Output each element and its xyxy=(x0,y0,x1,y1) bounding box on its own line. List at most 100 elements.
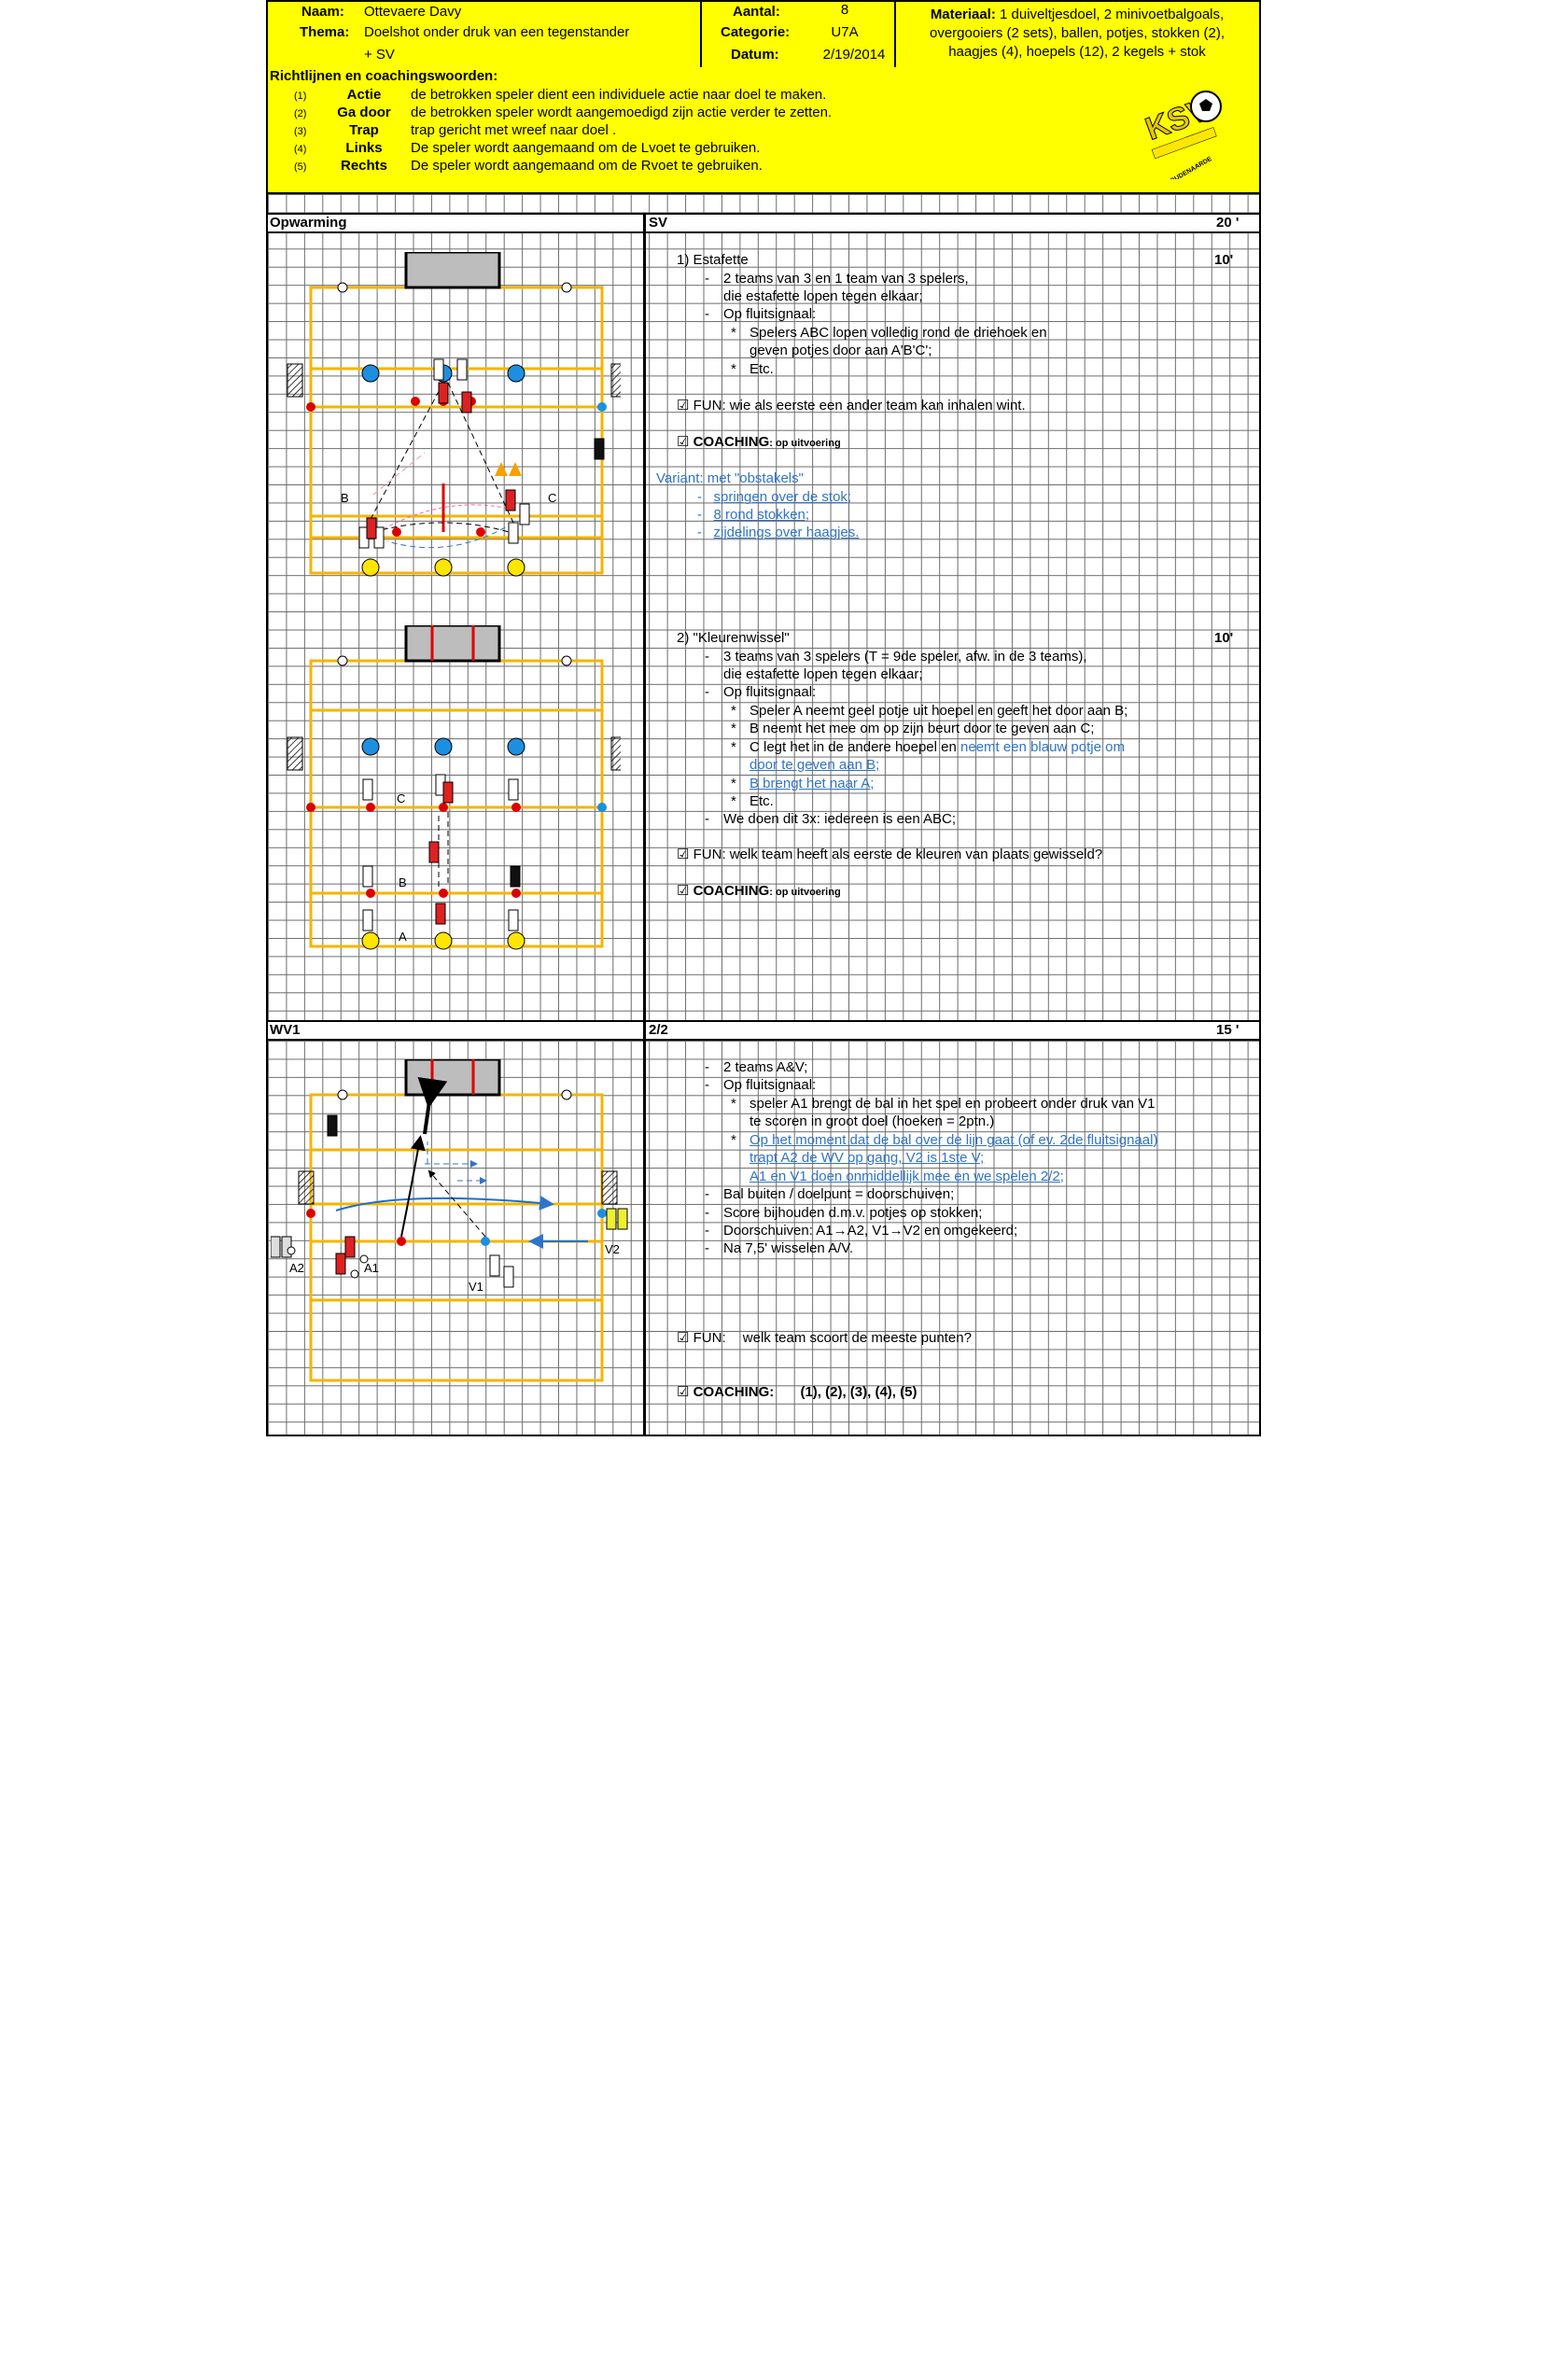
guideline-num: (4) xyxy=(294,144,307,155)
line-text: Doorschuiven: A1→A2, V1→V2 en omgekeerd; xyxy=(723,1223,1017,1239)
guideline-item: (5) Rechts De speler wordt aangemaand om… xyxy=(266,158,1013,175)
count-value: 8 xyxy=(840,2,849,18)
line-text-part: Op fluitsignaal: xyxy=(723,1077,817,1094)
line-text-part: die estafette lopen tegen elkaar; xyxy=(723,665,923,682)
cone-icon xyxy=(597,803,607,812)
line-text-part: 2 teams van 3 en 1 team van 3 spelers, xyxy=(723,270,969,287)
count-label: Aantal: xyxy=(733,4,780,20)
text-line: door te geven aan B; xyxy=(649,757,1255,775)
line-text: Na 7,5' wisselen A/V. xyxy=(723,1240,853,1256)
theme-value: Doelshot onder druk van een tegenstander xyxy=(364,24,630,40)
player-icon xyxy=(362,774,521,931)
exercise2-fun: ☑ FUN: welk team heeft als eerste de kle… xyxy=(677,847,1102,862)
line-text-part: Op het moment dat de bal over de lijn ga… xyxy=(749,1131,1158,1148)
variant-item: - springen over de stok; xyxy=(697,489,852,505)
line-text-part: Doorschuiven: A1→A2, V1→V2 en omgekeerd; xyxy=(723,1222,1018,1239)
goal-icon xyxy=(404,1059,501,1097)
line-marker: - xyxy=(705,270,709,287)
label-a2: A2 xyxy=(289,1261,304,1275)
label-a1: A1 xyxy=(364,1261,379,1275)
line-text: C legt het in de andere hoepel en neemt … xyxy=(749,739,1125,755)
checkbox-icon: ☑ xyxy=(677,1384,690,1400)
line-marker: * xyxy=(731,1131,736,1148)
material-text: Materiaal: 1 duiveltjesdoel, 2 minivoetb… xyxy=(896,6,1258,62)
checkbox-icon: ☑ xyxy=(677,398,690,413)
line-text-part: A1 en V1 doen onmiddellijk mee en we spe… xyxy=(749,1168,1064,1184)
line-text-part: die estafette lopen tegen elkaar; xyxy=(723,287,923,304)
kleurenwissel-diagram: C B A xyxy=(287,625,621,950)
line-marker: - xyxy=(705,1240,709,1257)
fun-text: FUN: welk team heeft als eerste de kleur… xyxy=(693,847,1103,862)
section2-left-title: WV1 xyxy=(270,1022,301,1038)
section2-divider xyxy=(643,1020,646,1435)
line-marker: * xyxy=(731,775,736,791)
guidelines-title: Richtlijnen en coachingswoorden: xyxy=(270,68,498,84)
line-marker: * xyxy=(731,702,736,719)
line-text: Op fluitsignaal: xyxy=(723,306,816,322)
text-line: *B brengt het naar A; xyxy=(649,776,1255,793)
player-icon xyxy=(358,358,605,549)
name-value: Ottevaere Davy xyxy=(364,4,462,20)
text-line: trapt A2 de WV op gang, V2 is 1ste V; xyxy=(649,1150,1255,1168)
material-line-1: 1 duiveltjesdoel, 2 minivoetbalgoals, xyxy=(1000,7,1225,22)
cone-icon xyxy=(597,1209,607,1218)
line-text-part: We doen dit 3x: iedereen is een ABC; xyxy=(723,811,957,828)
section1-duration: 20 ' xyxy=(1216,215,1240,231)
line-marker: * xyxy=(731,721,736,737)
label-v1: V1 xyxy=(469,1280,483,1294)
category-label: Categorie: xyxy=(721,24,791,40)
text-line: -We doen dit 3x: iedereen is een ABC; xyxy=(649,811,1255,829)
text-line: -2 teams van 3 en 1 team van 3 spelers, xyxy=(649,271,1255,288)
line-text: Etc. xyxy=(749,793,774,809)
exercise1-lines: -2 teams van 3 en 1 team van 3 spelers,d… xyxy=(649,271,1255,380)
fun-text: welk team scoort de meeste punten? xyxy=(742,1330,972,1346)
text-line: -Score bijhouden d.m.v. potjes op stokke… xyxy=(649,1205,1255,1223)
guideline-word: Actie xyxy=(346,87,382,103)
guideline-item: (2) Ga door de betrokken speler wordt aa… xyxy=(266,105,1013,122)
label-c: C xyxy=(397,791,405,805)
checkbox-icon: ☑ xyxy=(677,1330,690,1346)
checkbox-icon: ☑ xyxy=(677,434,690,450)
variant-item: - zijdelings over haagjes. xyxy=(697,525,860,540)
line-text: 2 teams A&V; xyxy=(723,1059,807,1075)
coaching-text: (1), (2), (3), (4), (5) xyxy=(800,1384,918,1400)
text-line: * Op het moment dat de bal over de lijn g… xyxy=(649,1132,1255,1150)
line-marker: - xyxy=(705,1059,709,1075)
line-text-part: B neemt het mee om op zijn beurt door te… xyxy=(749,721,1095,737)
text-line: -3 teams van 3 spelers (T = 9de speler, … xyxy=(649,649,1255,666)
guideline-num: (3) xyxy=(294,126,307,137)
wv1-lines: -2 teams A&V;-Op fluitsignaal:*speler A1… xyxy=(649,1059,1255,1259)
text-line: -Op fluitsignaal: xyxy=(649,684,1255,702)
exercise2-coaching: ☑ COACHING: op uitvoering xyxy=(677,883,841,901)
hoop-icon xyxy=(361,931,525,950)
text-line: die estafette lopen tegen elkaar; xyxy=(649,666,1255,684)
date-value: 2/19/2014 xyxy=(822,47,886,63)
category-value: U7A xyxy=(831,24,859,40)
line-marker: * xyxy=(731,793,736,809)
variant-item: - 8 rond stokken; xyxy=(697,507,810,523)
line-text: die estafette lopen tegen elkaar; xyxy=(723,288,923,304)
checkbox-icon: ☑ xyxy=(677,847,690,862)
label-a: A xyxy=(399,930,407,944)
cone-icon xyxy=(397,1237,406,1246)
mini-goal-icon xyxy=(601,1170,618,1205)
label-c: C xyxy=(548,491,556,505)
line-text: Etc. xyxy=(749,361,774,377)
section1-grid xyxy=(266,194,1261,1025)
exercise1-fun: ☑ FUN: wie als eerste een ander team kan… xyxy=(677,398,1026,413)
guideline-desc: de betrokken speler wordt aangemoedigd z… xyxy=(411,105,833,120)
text-line: die estafette lopen tegen elkaar; xyxy=(649,288,1255,306)
line-text: Op fluitsignaal: xyxy=(723,684,816,700)
cone-icon xyxy=(306,1209,315,1218)
logo-text: OUDENAARDE xyxy=(1170,156,1213,179)
line-text: We doen dit 3x: iedereen is een ABC; xyxy=(723,811,956,827)
guideline-item: (4) Links De speler wordt aangemaand om … xyxy=(266,140,1013,158)
line-text-part: C legt het in de andere hoepel en xyxy=(749,738,961,755)
text-line: -Op fluitsignaal: xyxy=(649,1077,1255,1095)
text-line: -Op fluitsignaal: xyxy=(649,306,1255,324)
line-marker: - xyxy=(705,1204,709,1221)
line-text-part: Etc. xyxy=(749,360,774,377)
line-text: 3 teams van 3 spelers (T = 9de speler, a… xyxy=(723,649,1087,665)
exercise2-time: 10' xyxy=(1214,630,1234,646)
fun-text: FUN: wie als eerste een ander team kan i… xyxy=(693,398,1026,413)
